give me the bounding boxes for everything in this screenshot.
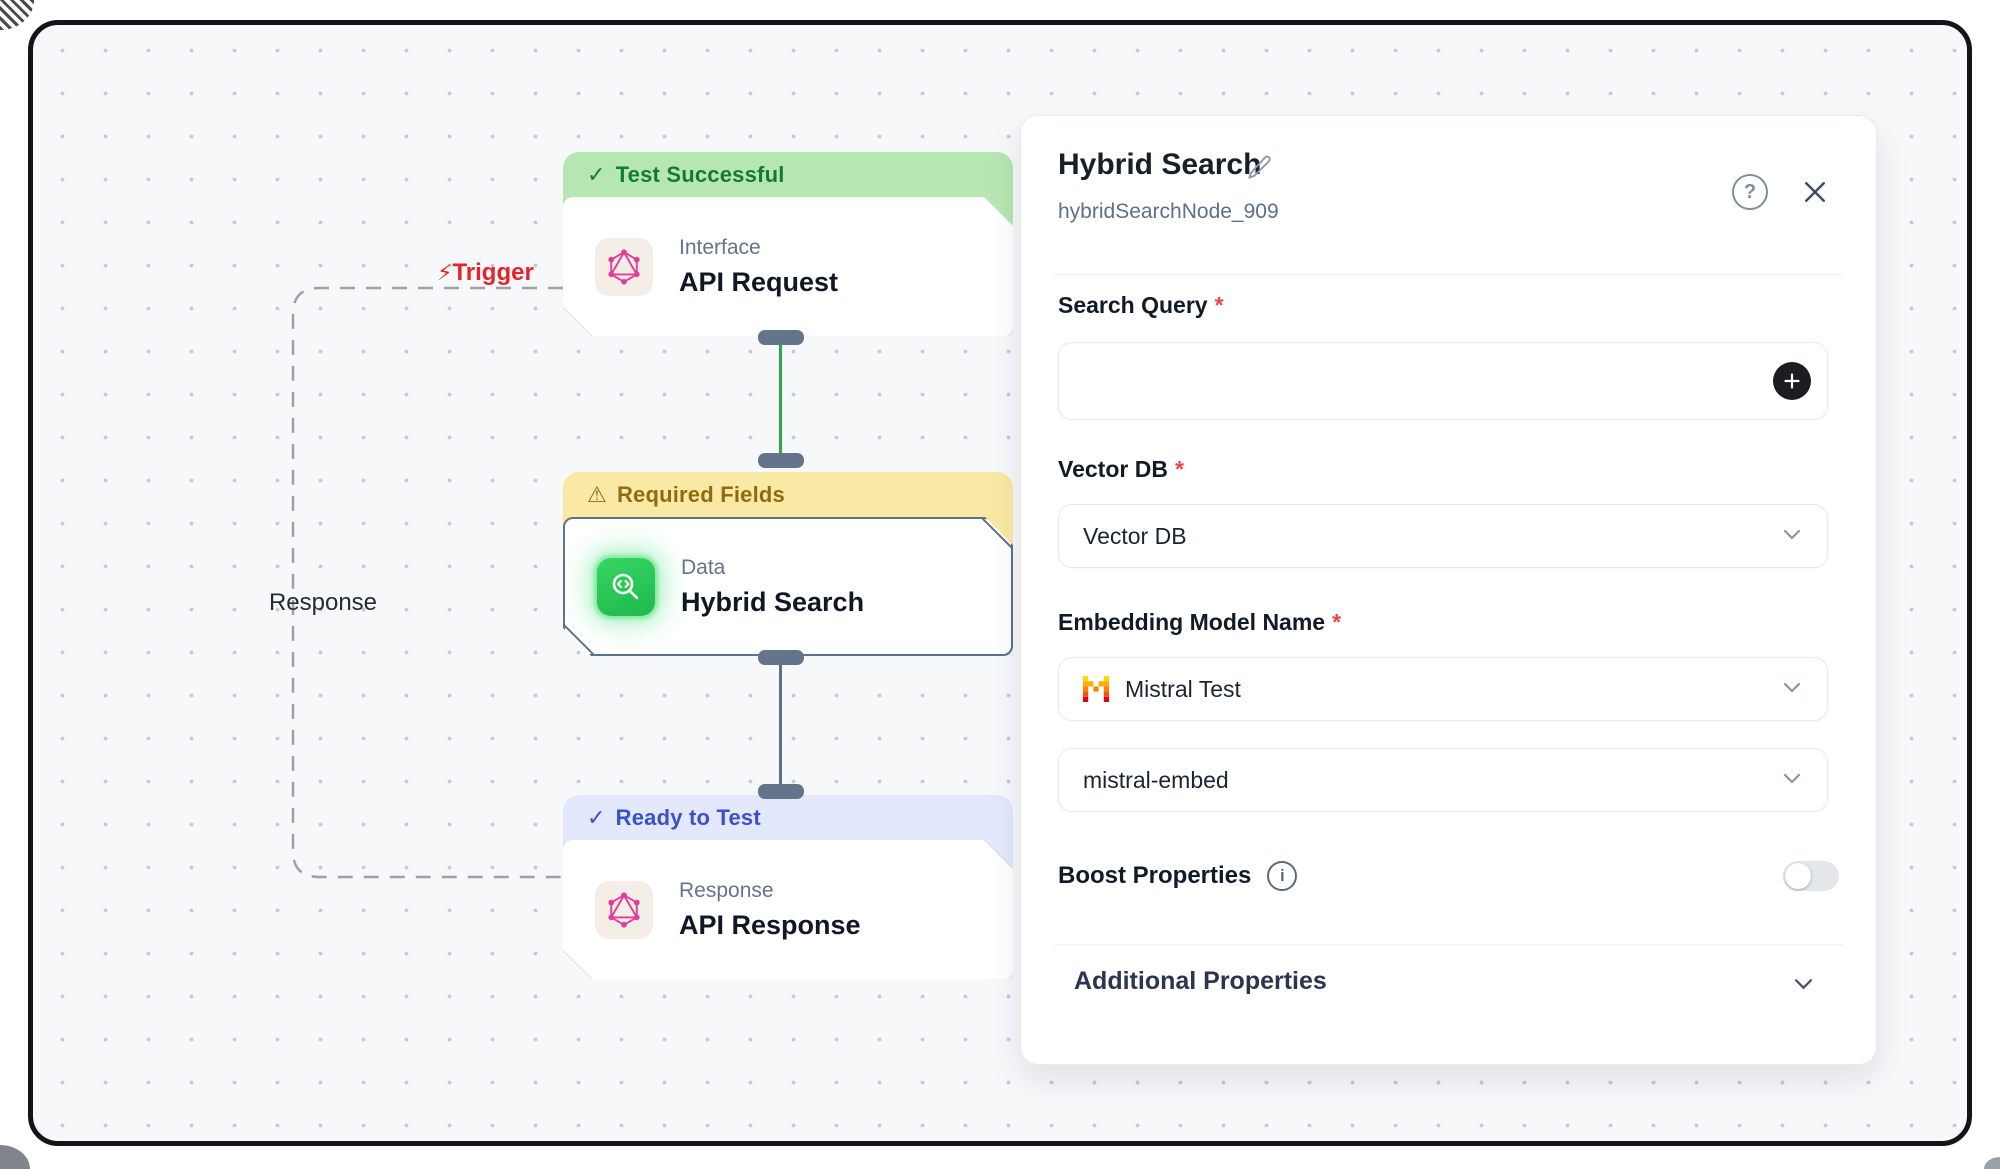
divider [1054, 274, 1843, 275]
additional-properties-section[interactable]: Additional Properties [1054, 944, 1843, 1064]
node-title: API Response [679, 909, 861, 940]
boost-properties-toggle[interactable] [1783, 861, 1839, 891]
close-icon[interactable] [1800, 177, 1830, 207]
corner-artifact [1984, 1157, 2000, 1169]
node-category: Interface [679, 235, 761, 259]
check-icon: ✓ [587, 163, 606, 188]
chevron-down-icon [1783, 527, 1801, 545]
embedding-variant-select[interactable]: mistral-embed [1058, 748, 1828, 812]
mistral-logo-icon [1083, 676, 1109, 702]
info-icon[interactable]: i [1267, 861, 1298, 891]
add-variable-button[interactable] [1773, 362, 1811, 400]
chevron-down-icon [1794, 977, 1813, 995]
additional-properties-label: Additional Properties [1074, 967, 1327, 995]
node-card[interactable]: Data Hybrid Search [563, 517, 1013, 656]
node-card[interactable]: Response API Response [563, 840, 1013, 979]
search-query-input[interactable] [1058, 342, 1828, 420]
flow-canvas[interactable]: ⚡Trigger Response ✓Test Successful [28, 20, 1972, 1146]
embedding-variant-value: mistral-embed [1083, 766, 1229, 793]
boost-properties-label: Boost Properties [1058, 862, 1252, 889]
node-category: Response [679, 878, 774, 902]
embedding-model-value: Mistral Test [1125, 675, 1241, 702]
graphql-icon [595, 881, 653, 939]
response-loop-edge [291, 286, 563, 879]
embedding-model-label: Embedding Model Name* [1058, 609, 1342, 635]
output-handle-hybrid-search[interactable] [758, 650, 804, 665]
boost-properties-row: Boost Properties i [1058, 856, 1839, 896]
vector-db-value: Vector DB [1083, 522, 1187, 549]
corner-artifact [0, 1145, 30, 1169]
input-handle-api-response[interactable] [758, 784, 804, 799]
chevron-down-icon [1783, 680, 1801, 698]
node-title: Hybrid Search [681, 586, 865, 617]
required-marker: * [1174, 456, 1184, 482]
warning-icon: ⚠ [587, 483, 607, 508]
search-query-label: Search Query* [1058, 292, 1224, 318]
edge-search-to-response [779, 657, 782, 790]
lightning-icon: ⚡ [437, 261, 453, 286]
node-title: API Request [679, 266, 839, 297]
hybrid-search-icon [597, 558, 655, 616]
node-card[interactable]: Interface API Request [563, 197, 1013, 336]
trigger-label: ⚡Trigger [437, 259, 534, 286]
output-handle-api-request[interactable] [758, 330, 804, 345]
node-category: Data [681, 555, 726, 579]
response-edge-label: Response [268, 589, 378, 616]
check-icon: ✓ [587, 806, 606, 831]
chevron-down-icon [1783, 771, 1801, 789]
properties-panel: Hybrid Search ? hybridSearchNode_909 Sea… [1020, 115, 1877, 1065]
edit-title-icon[interactable] [1246, 154, 1273, 186]
vector-db-select[interactable]: Vector DB [1058, 504, 1828, 568]
node-id: hybridSearchNode_909 [1058, 200, 1279, 223]
embedding-model-select[interactable]: Mistral Test [1058, 657, 1828, 721]
panel-title: Hybrid Search [1058, 148, 1262, 181]
toggle-knob [1785, 863, 1811, 889]
corner-artifact [0, 0, 34, 30]
graphql-icon [595, 238, 653, 296]
help-icon[interactable]: ? [1732, 174, 1768, 210]
required-marker: * [1214, 292, 1224, 318]
vector-db-label: Vector DB* [1058, 456, 1184, 482]
required-marker: * [1332, 609, 1342, 635]
edge-request-to-search [779, 338, 782, 460]
input-handle-hybrid-search[interactable] [758, 453, 804, 468]
